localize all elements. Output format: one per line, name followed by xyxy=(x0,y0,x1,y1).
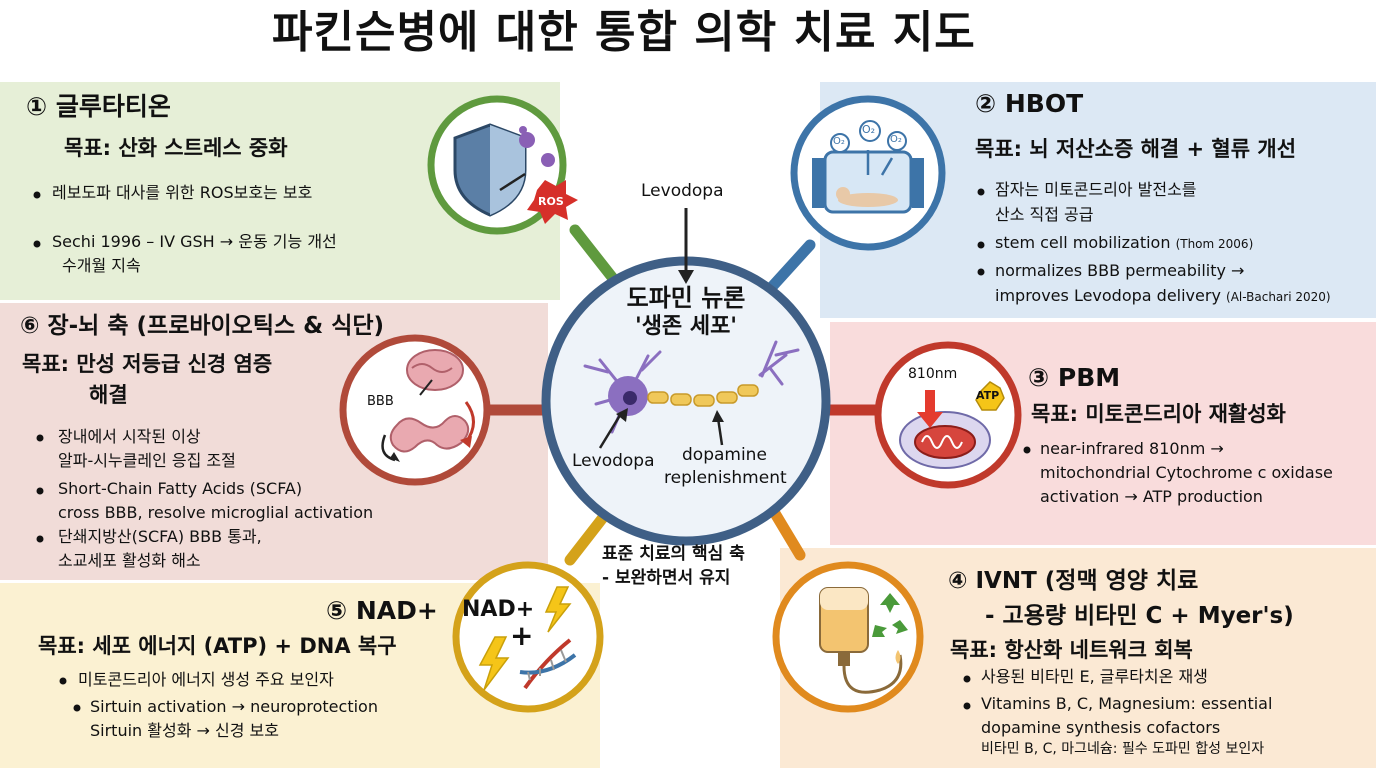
ivnt-bullet-1: 사용된 비타민 E, 글루타치온 재생 xyxy=(981,667,1208,686)
levodopa-left-label: Levodopa xyxy=(572,451,655,471)
hbot-bullet-3a: normalizes BBB permeability → xyxy=(995,261,1245,280)
dopamine-label-2: replenishment xyxy=(664,468,787,488)
levodopa-top-arrowhead xyxy=(678,270,694,284)
hbot-heading: ② HBOT xyxy=(975,89,1084,118)
dopamine-arrowhead xyxy=(712,410,724,422)
pbm-goal: 목표: 미토콘드리아 재활성화 xyxy=(1031,402,1286,426)
nad-bullet-1: 미토콘드리아 에너지 생성 주요 보인자 xyxy=(78,670,334,689)
o2-label-2: O₂ xyxy=(862,123,876,136)
blue-panel xyxy=(820,82,1376,318)
nad-icon-plus: + xyxy=(510,619,534,652)
gutbrain-bullet-2b: cross BBB, resolve microglial activation xyxy=(58,503,374,522)
hbot-bullet-3b: improves Levodopa delivery (Al-Bachari 2… xyxy=(995,286,1331,305)
dopamine-arrow xyxy=(716,417,724,446)
gutbrain-bullet-3a: 단쇄지방산(SCFA) BBB 통과, xyxy=(58,527,262,546)
hbot-bullet-1a: 잠자는 미토콘드리아 발전소를 xyxy=(995,180,1197,199)
o2-label-1: O₂ xyxy=(833,136,845,147)
hbot-bullet-2: stem cell mobilization (Thom 2006) xyxy=(995,233,1254,252)
levodopa-top-label: Levodopa xyxy=(641,181,724,201)
gutbrain-bullet-3b: 소교세포 활성화 해소 xyxy=(58,551,201,570)
glutathione-bullet-1: 레보도파 대사를 위한 ROS보호는 보호 xyxy=(52,183,313,202)
levodopa-left-arrow xyxy=(598,411,624,449)
ros-label: ROS xyxy=(538,195,564,208)
ivnt-bullet-2a: Vitamins B, C, Magnesium: essential xyxy=(981,694,1273,713)
gutbrain-bullet-2a: Short-Chain Fatty Acids (SCFA) xyxy=(58,479,303,498)
glutathione-bullet-2b: 수개월 지속 xyxy=(62,256,141,275)
center-title-2: '생존 세포' xyxy=(634,314,738,339)
glutathione-bullet-2a: Sechi 1996 – IV GSH → 운동 기능 개선 xyxy=(52,232,337,251)
hbot-goal: 목표: 뇌 저산소증 해결 + 혈류 개선 xyxy=(975,137,1297,161)
nad-bullet-2b: Sirtuin 활성화 → 신경 보호 xyxy=(90,721,279,740)
iv-bag-icon xyxy=(819,587,908,694)
ivnt-goal: 목표: 항산화 네트워크 회복 xyxy=(950,638,1193,662)
pbm-heading: ③ PBM xyxy=(1028,363,1121,392)
nad-icon xyxy=(478,586,577,691)
pbm-bullet-1c: activation → ATP production xyxy=(1040,487,1263,506)
hbot-bullet-1b: 산소 직접 공급 xyxy=(995,205,1094,224)
atp-label: ATP xyxy=(976,389,1000,402)
green-panel xyxy=(0,82,560,300)
gutbrain-heading: ⑥ 장-뇌 축 (프로바이오틱스 & 식단) xyxy=(20,313,385,339)
shield-icon xyxy=(453,123,578,224)
gut-brain-icon xyxy=(381,349,475,462)
ivnt-bullet-2c: 비타민 B, C, 마그네슘: 필수 도파민 합성 보인자 xyxy=(981,741,1265,757)
nad-goal: 목표: 세포 에너지 (ATP) + DNA 복구 xyxy=(38,634,397,658)
glutathione-heading: ① 글루타티온 xyxy=(26,92,171,121)
gutbrain-bullet-1b: 알파-시누클레인 응집 조절 xyxy=(58,451,236,470)
nad-icon-label: NAD+ xyxy=(462,597,535,622)
yellow-panel xyxy=(0,583,600,768)
pbm-bullet-1a: near-infrared 810nm → xyxy=(1040,439,1224,458)
ivnt-heading-1: ④ IVNT (정맥 영양 치료 xyxy=(948,568,1199,594)
ivnt-heading-2: - 고용량 비타민 C + Myer's) xyxy=(985,603,1294,629)
nad-heading: ⑤ NAD+ xyxy=(326,596,438,625)
axis-note-2: - 보완하면서 유지 xyxy=(602,568,731,588)
axis-note-1: 표준 치료의 핵심 축 xyxy=(602,544,745,564)
glutathione-goal: 목표: 산화 스트레스 중화 xyxy=(64,136,288,160)
gutbrain-goal-1: 목표: 만성 저등급 신경 염증 xyxy=(22,352,273,376)
bullet-dots xyxy=(33,188,1031,712)
pbm-bullet-1b: mitochondrial Cytochrome c oxidase xyxy=(1040,463,1333,482)
gutbrain-goal-2: 해결 xyxy=(89,383,128,407)
ivnt-bullet-2b: dopamine synthesis cofactors xyxy=(981,718,1221,737)
mitochondrion-icon xyxy=(899,381,1005,469)
connector-yellow xyxy=(564,509,611,566)
page-title: 파킨슨병에 대한 통합 의학 치료 지도 xyxy=(272,7,976,58)
bbb-label: BBB xyxy=(367,394,394,409)
nad-bullet-2a: Sirtuin activation → neuroprotection xyxy=(90,697,378,716)
hbot-cite-1: (Thom 2006) xyxy=(1175,237,1254,251)
hbot-cite-2: (Al-Bachari 2020) xyxy=(1226,290,1331,304)
gutbrain-bullet-1a: 장내에서 시작된 이상 xyxy=(58,427,201,446)
chamber-icon xyxy=(812,120,924,214)
dopamine-label-1: dopamine xyxy=(682,445,767,465)
peach-panel xyxy=(780,548,1376,768)
center-title-1: 도파민 뉴론 xyxy=(626,284,746,312)
o2-label-3: O₂ xyxy=(890,134,902,145)
levodopa-left-arrowhead xyxy=(616,408,628,422)
wavelength-label: 810nm xyxy=(908,366,958,382)
